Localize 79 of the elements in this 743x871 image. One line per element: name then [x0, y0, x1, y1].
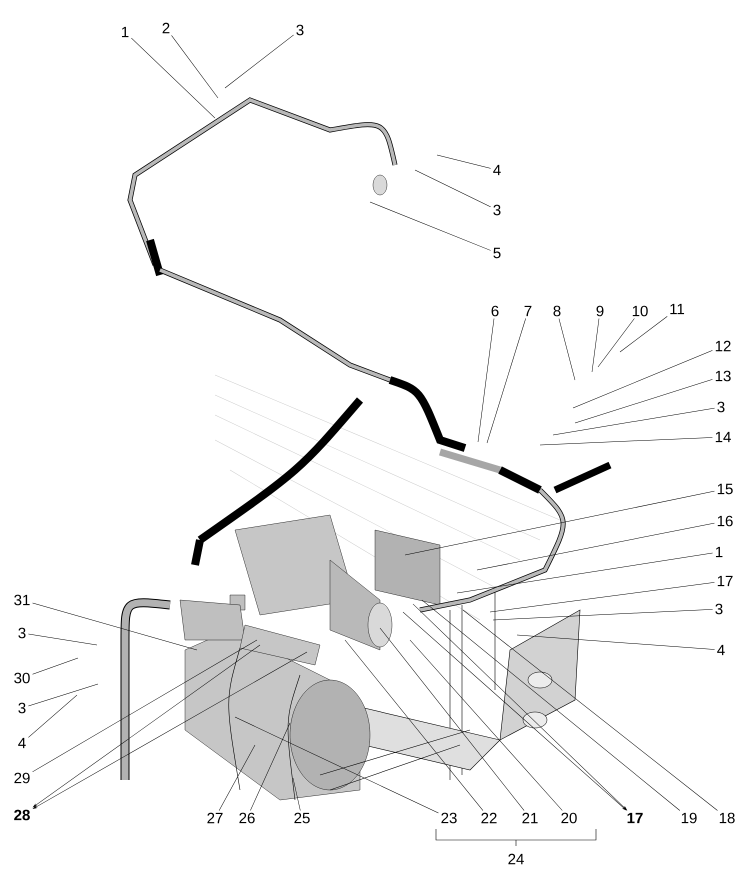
- callout-number: 25: [294, 812, 310, 824]
- callout-number: 16: [718, 516, 733, 526]
- callout-number: 31: [14, 594, 30, 606]
- leader-line: [552, 408, 715, 436]
- leader-line: [598, 318, 635, 368]
- leader-line: [344, 640, 484, 811]
- callout-number: 23: [441, 812, 457, 824]
- callout-number: 11: [670, 304, 684, 314]
- leader-line: [476, 522, 715, 570]
- callout-number: 3: [18, 628, 26, 638]
- callout-number: 26: [239, 812, 255, 824]
- leader-line: [250, 722, 290, 811]
- leader-line: [436, 154, 491, 169]
- callout-number: 4: [717, 644, 725, 656]
- callout-number: 28: [14, 810, 30, 820]
- leader-line: [592, 318, 600, 372]
- leader-line: [370, 202, 491, 251]
- leader-line: [404, 490, 715, 556]
- leader-line: [486, 318, 526, 444]
- leader-line: [32, 658, 78, 674]
- leader-line: [218, 744, 256, 811]
- callout-number: 3: [296, 24, 304, 36]
- leader-line: [490, 582, 715, 612]
- callout-number: 19: [682, 812, 697, 824]
- leader-line: [540, 437, 713, 446]
- leader-line: [32, 644, 260, 808]
- callout-number: 15: [718, 484, 733, 494]
- leader-line: [32, 602, 198, 650]
- callout-number: 3: [715, 604, 722, 614]
- callout-number: 30: [14, 672, 30, 684]
- leader-line: [380, 628, 524, 811]
- callout-number: 3: [493, 204, 500, 216]
- leader-line: [234, 716, 439, 814]
- callout-number: 1: [122, 26, 128, 38]
- leader-line: [33, 652, 308, 809]
- leader-line: [28, 694, 78, 738]
- callout-number: 17: [718, 576, 733, 586]
- leader-line: [131, 38, 216, 118]
- callout-number: 29: [14, 772, 30, 784]
- leader-line: [558, 318, 576, 380]
- leader-line: [28, 634, 98, 646]
- callout-number: 14: [716, 432, 731, 442]
- leader-line: [492, 609, 713, 620]
- leader-line: [414, 170, 491, 208]
- callout-number: 18: [720, 812, 735, 824]
- callout-number: 5: [493, 248, 501, 258]
- leader-line: [620, 316, 668, 352]
- callout-number: 27: [207, 812, 223, 824]
- leader-line: [478, 318, 494, 442]
- callout-number: 4: [493, 164, 501, 176]
- leader-line: [462, 610, 718, 811]
- callout-number: 13: [716, 370, 731, 382]
- callout-number: 12: [716, 340, 731, 352]
- group-number: 24: [508, 854, 524, 864]
- leader-line: [410, 640, 563, 811]
- callout-number: 3: [18, 702, 26, 714]
- leader-line: [574, 379, 713, 424]
- leader-line: [422, 600, 680, 811]
- leader-line: [32, 640, 258, 772]
- callout-number: 20: [561, 812, 577, 824]
- callout-number: 21: [522, 812, 538, 824]
- leader-line: [572, 350, 713, 408]
- callout-number: 7: [524, 306, 532, 316]
- callout-number: 2: [162, 22, 170, 34]
- callout-number: 6: [492, 306, 498, 316]
- leader-line: [224, 34, 294, 88]
- leader-line: [28, 684, 98, 706]
- callout-number: 3: [717, 402, 724, 412]
- callout-number: 8: [553, 306, 561, 316]
- leader-line: [456, 552, 713, 594]
- callout-number: 10: [632, 306, 648, 316]
- callout-number: 17: [628, 812, 643, 824]
- callout-number: 4: [18, 738, 26, 748]
- callout-number: 1: [716, 546, 722, 558]
- leader-line: [292, 778, 301, 811]
- leader-line: [516, 634, 715, 650]
- leader-line: [171, 35, 218, 98]
- callout-number: 22: [481, 812, 497, 824]
- callout-number: 9: [596, 306, 604, 316]
